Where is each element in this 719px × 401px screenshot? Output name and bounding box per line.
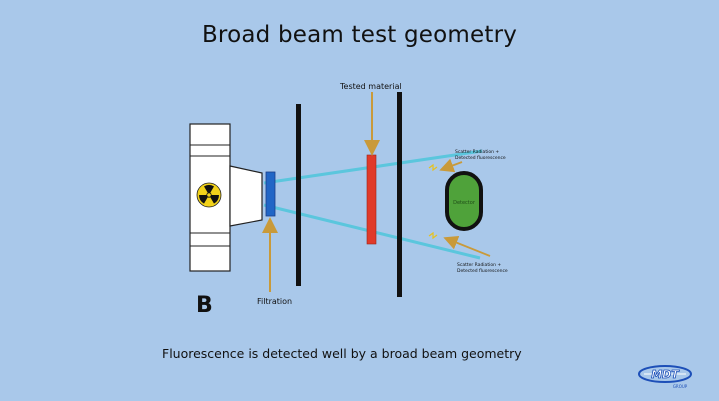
arrow-scatter-lower (443, 235, 491, 257)
arrow-scatter-upper (439, 158, 463, 173)
tested-material (366, 154, 377, 245)
radiation-trefoil-icon (196, 182, 222, 208)
collimator-slit-left (296, 104, 301, 286)
label-filtration: Filtration (257, 297, 292, 306)
slide-caption: Fluorescence is detected well by a broad… (162, 346, 522, 361)
fluorescence-upper-icon (428, 163, 438, 172)
filtration-plate (265, 171, 276, 217)
collimator-slit-right (397, 92, 402, 297)
fluorescence-lower-icon (428, 231, 438, 240)
label-tested-material: Tested material (339, 82, 402, 91)
label-scatter-lower-line1: Scatter Radiation + (457, 262, 501, 268)
logo-text: MDT (651, 368, 680, 381)
label-scatter-lower-line2: Detected fluorescence (457, 268, 508, 274)
panel-letter: B (196, 293, 213, 318)
mdt-logo: MDT GROUP (638, 365, 692, 389)
detector-label: Detector (453, 200, 476, 206)
logo-subtext: GROUP (673, 384, 688, 389)
detector (445, 171, 483, 231)
label-scatter-upper-line1: Scatter Radiation + (455, 149, 499, 155)
label-scatter-upper-line2: Detected fluorescence (455, 155, 506, 161)
slide-title: Broad beam test geometry (201, 22, 518, 48)
